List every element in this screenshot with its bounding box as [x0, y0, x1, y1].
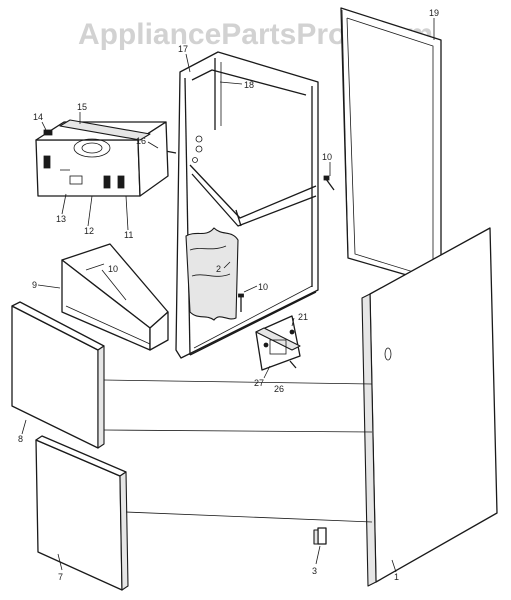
- callout-14: 14: [33, 112, 43, 122]
- part-1-front-panel: [361, 227, 498, 587]
- callout-12: 12: [84, 226, 94, 236]
- callout-13: 13: [56, 214, 66, 224]
- callout-15: 15: [77, 102, 87, 112]
- callout-18: 18: [244, 80, 254, 90]
- part-8-upper-door: [11, 301, 105, 449]
- callout-8: 8: [18, 434, 23, 444]
- part-3-clip: [313, 527, 327, 545]
- callout-10-middle: 10: [258, 282, 268, 292]
- callout-21: 21: [298, 312, 308, 322]
- assembly-lines: [103, 379, 373, 523]
- callout-16: 16: [136, 136, 146, 146]
- screw-part-10-left: [238, 293, 244, 312]
- callout-26: 26: [274, 384, 284, 394]
- callout-labels: 17 18 19 10 10 10 2 15 14 16 13 12 11 9 …: [18, 8, 439, 582]
- callout-11: 11: [124, 230, 133, 240]
- part-2-insulation: [185, 227, 239, 321]
- callout-3: 3: [312, 566, 317, 576]
- callout-7: 7: [58, 572, 63, 582]
- callout-leaders: [21, 18, 435, 573]
- callout-17: 17: [178, 44, 188, 54]
- screw-part-10-right: [323, 175, 335, 191]
- part-9-divider-shelf: [61, 243, 169, 351]
- callout-10-right: 10: [322, 152, 332, 162]
- part-7-lower-door: [35, 435, 129, 591]
- part-19-rear-panel: [340, 7, 442, 286]
- callout-9: 9: [32, 280, 37, 290]
- callout-19: 19: [429, 8, 439, 18]
- callout-1: 1: [394, 572, 399, 582]
- callout-27: 27: [254, 378, 264, 388]
- callout-2: 2: [216, 264, 221, 274]
- part-11-blower-assembly: [35, 119, 169, 197]
- callout-10-left: 10: [108, 264, 118, 274]
- part-21-bracket: [255, 315, 301, 371]
